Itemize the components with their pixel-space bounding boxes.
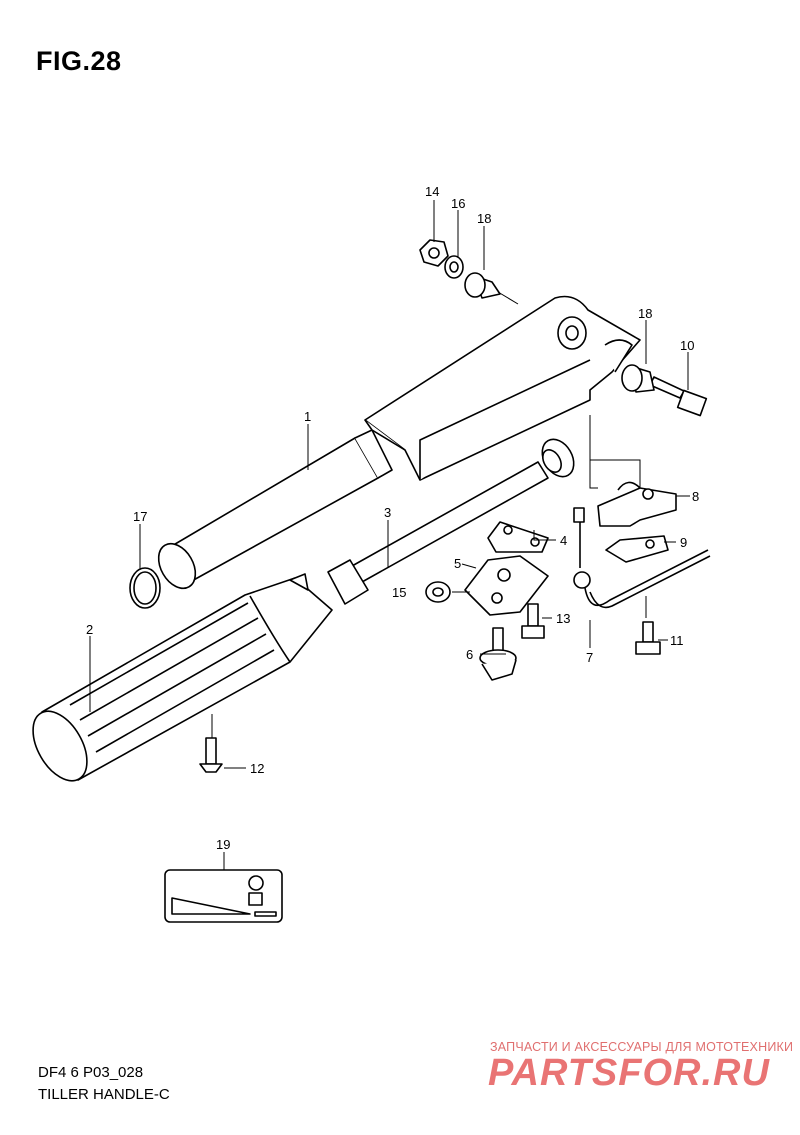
part-label-18b: 18	[638, 306, 652, 321]
part-label-16: 16	[451, 196, 465, 211]
drawing-name: TILLER HANDLE-C	[38, 1086, 170, 1103]
part-label-19: 19	[216, 837, 230, 852]
cable-plate-drawing	[605, 535, 669, 563]
part-label-1: 1	[304, 409, 311, 424]
bolt-11-drawing	[635, 621, 661, 655]
part-label-10: 10	[680, 338, 694, 353]
screw-6-drawing	[479, 627, 517, 681]
o-ring-drawing	[129, 567, 161, 609]
figure-title: FIG.28	[36, 46, 122, 76]
bushing-right-drawing	[621, 364, 655, 393]
watermark-logo: PARTSFOR.RU	[488, 1052, 770, 1094]
part-label-15: 15	[392, 585, 406, 600]
part-label-9: 9	[680, 535, 687, 550]
throttle-grip-drawing	[32, 573, 333, 782]
bracket-drawing	[464, 555, 549, 616]
part-label-3: 3	[384, 505, 391, 520]
part-label-7: 7	[586, 650, 593, 665]
part-number-labels: 14 16 18 18 10 1 3 17 2 12 4 5 15 6 13 7…	[86, 184, 699, 852]
part-label-6: 6	[466, 647, 473, 662]
part-label-8: 8	[692, 489, 699, 504]
part-label-13: 13	[556, 611, 570, 626]
part-label-2: 2	[86, 622, 93, 637]
bolt-13-drawing	[521, 603, 545, 639]
part-label-14: 14	[425, 184, 439, 199]
bushing-top-drawing	[464, 272, 501, 299]
leader-lines	[89, 200, 690, 870]
screw-12-drawing	[199, 737, 223, 773]
watermark-tagline: ЗАПЧАСТИ И АКСЕССУАРЫ ДЛЯ МОТОТЕХНИКИ	[490, 1040, 794, 1054]
washer-16-drawing	[444, 255, 464, 279]
plate-drawing	[487, 521, 549, 553]
throttle-shaft-drawing	[327, 438, 575, 605]
part-label-11: 11	[670, 633, 684, 648]
part-label-18a: 18	[477, 211, 491, 226]
part-label-12: 12	[250, 761, 264, 776]
bolt-10-drawing	[649, 376, 708, 417]
label-drawing	[164, 869, 283, 923]
tiller-handle-drawing	[157, 295, 641, 590]
drawing-code: DF4 6 P03_028	[38, 1064, 144, 1081]
throttle-cable-drawing	[573, 507, 711, 609]
cable-holder-drawing	[597, 487, 677, 527]
part-label-4: 4	[560, 533, 567, 548]
part-label-5: 5	[454, 556, 461, 571]
part-label-17: 17	[133, 509, 147, 524]
washer-15-drawing	[425, 581, 451, 603]
